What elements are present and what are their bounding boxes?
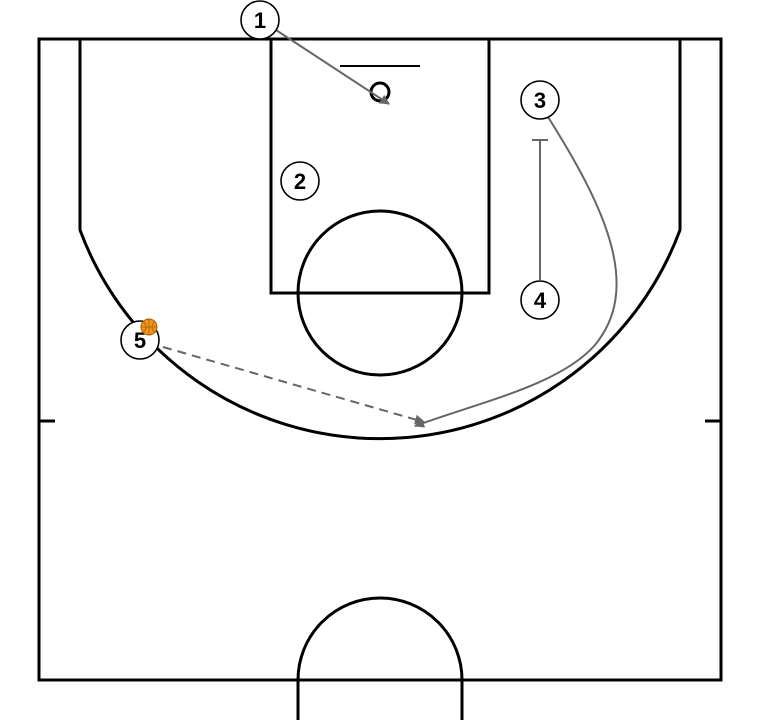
basketball-icon	[140, 318, 158, 336]
player-5-label: 5	[134, 328, 146, 353]
free-throw-circle	[296, 209, 464, 377]
play-actions	[162, 29, 618, 428]
half-court	[37, 37, 723, 720]
player-4-label: 4	[534, 288, 547, 313]
player-3[interactable]: 3	[520, 80, 560, 120]
player-2-label: 2	[294, 169, 306, 194]
pass-arrow-5-to-3	[162, 346, 425, 425]
player-2[interactable]: 2	[280, 161, 320, 201]
center-circle	[296, 596, 464, 720]
free-throw-lane	[269, 37, 491, 295]
player-1[interactable]: 1	[240, 0, 280, 40]
player-1-label: 1	[254, 8, 266, 33]
player-2-marker	[280, 161, 320, 201]
player-3-marker	[520, 80, 560, 120]
screen-line-player-4	[532, 139, 548, 280]
cut-arrow-player-3	[414, 116, 618, 428]
player-4[interactable]: 4	[520, 280, 560, 320]
player-1-marker	[240, 0, 280, 40]
cut-arrow-player-1	[275, 29, 390, 105]
player-4-marker	[520, 280, 560, 320]
player-3-label: 3	[534, 88, 546, 113]
